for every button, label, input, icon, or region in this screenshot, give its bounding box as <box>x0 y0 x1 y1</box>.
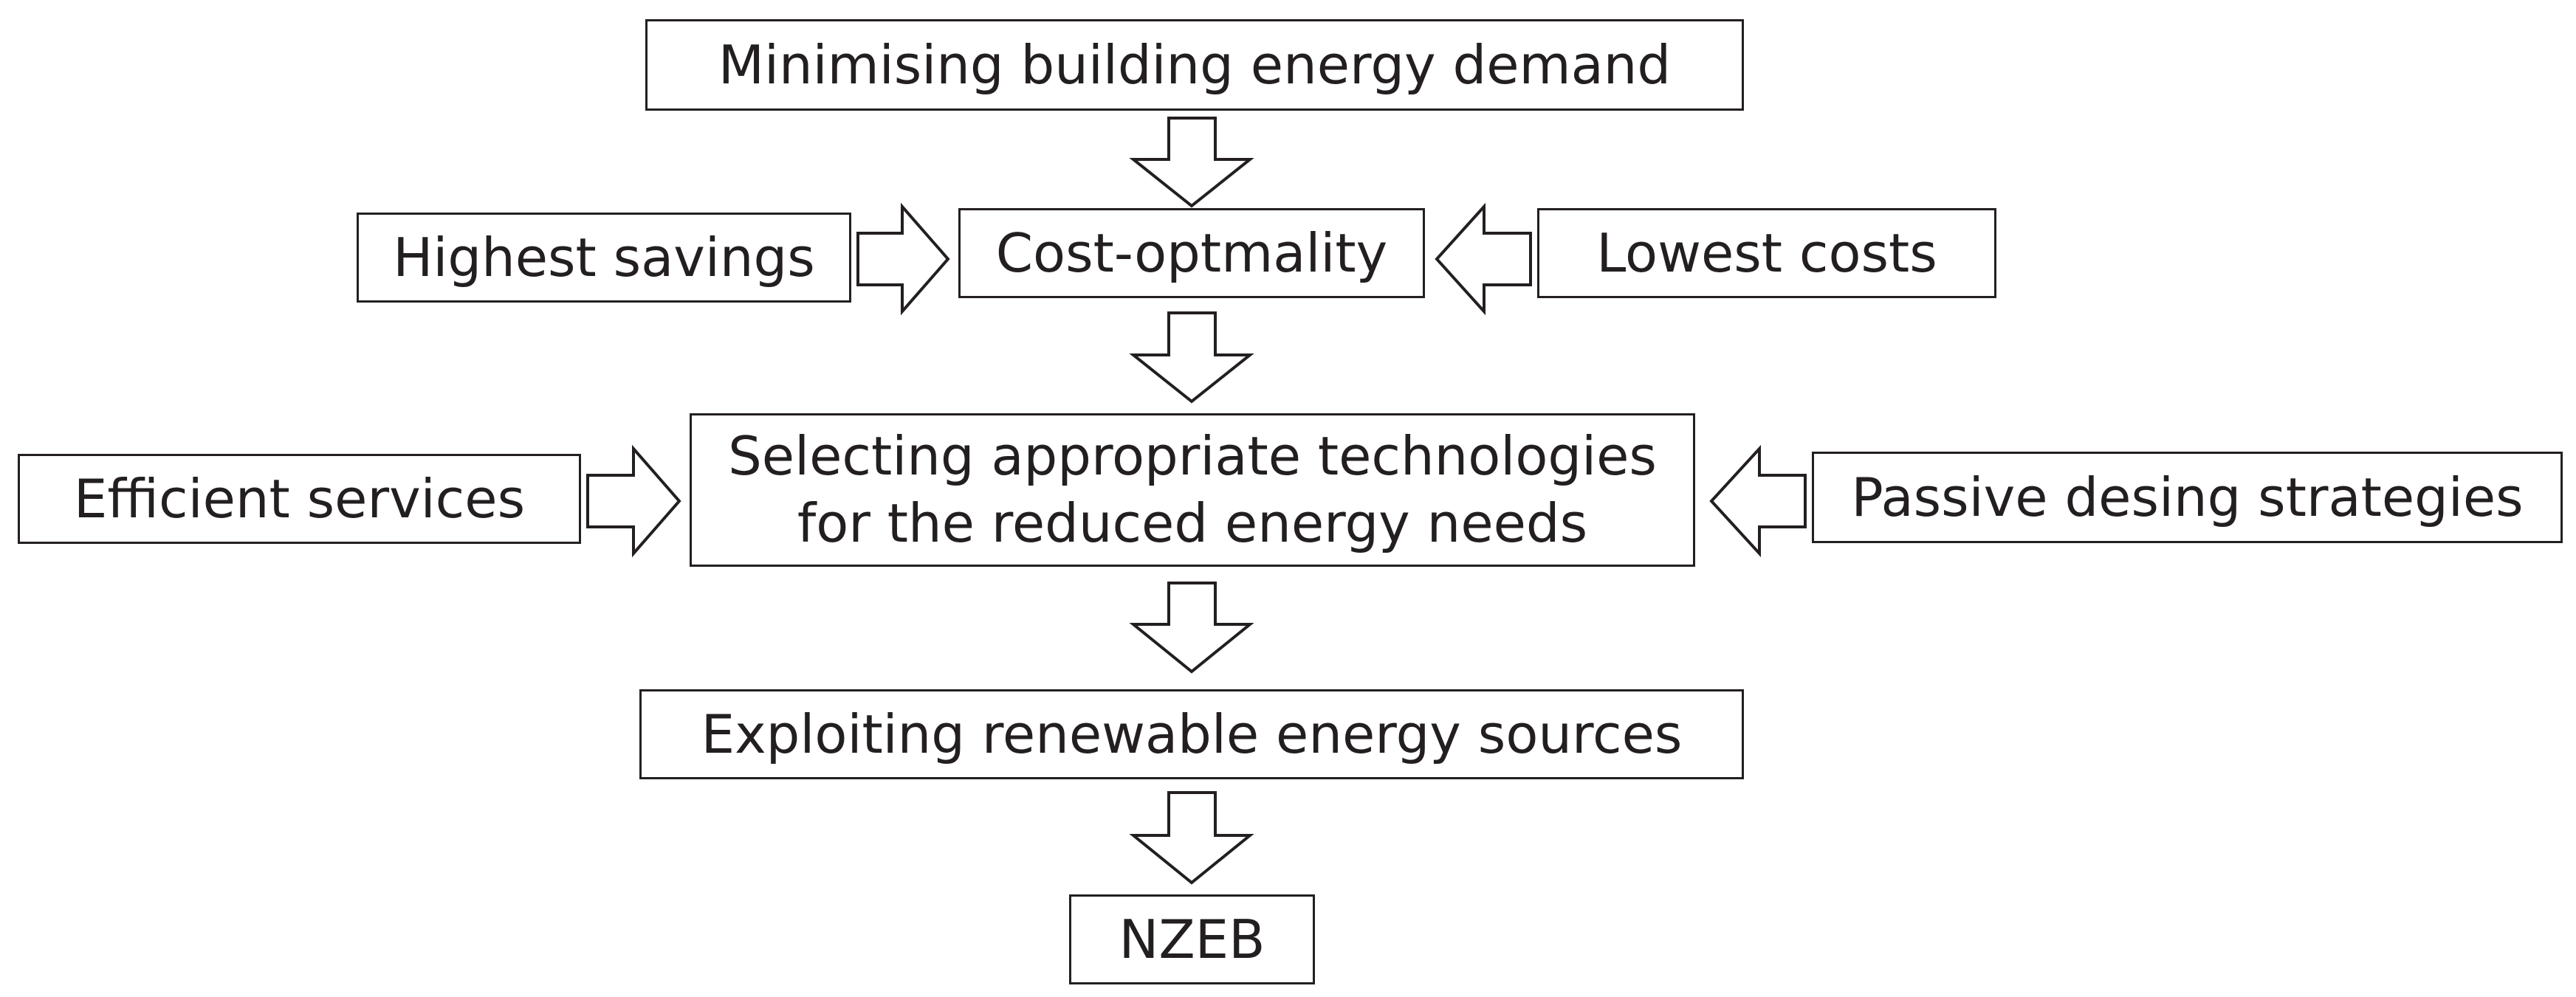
node-lowest-costs-label: Lowest costs <box>1596 221 1937 284</box>
node-passive-design: Passive desing strategies <box>1812 452 2563 543</box>
node-passive-design-label: Passive desing strategies <box>1851 466 2524 528</box>
node-nzeb-label: NZEB <box>1119 908 1265 970</box>
node-exploiting-renewables: Exploiting renewable energy sources <box>639 689 1744 779</box>
node-minimising-demand: Minimising building energy demand <box>645 19 1744 111</box>
node-exploiting-label: Exploiting renewable energy sources <box>701 703 1683 765</box>
node-lowest-costs: Lowest costs <box>1537 208 1996 298</box>
node-selecting-line-1: Selecting appropriate technologies <box>728 425 1657 488</box>
node-selecting-line-2: for the reduced energy needs <box>797 492 1588 554</box>
node-efficient-services: Efficient services <box>18 454 581 544</box>
node-selecting-text: Selecting appropriate technologies for t… <box>728 423 1657 556</box>
arrow-down-1 <box>1129 117 1254 208</box>
arrow-right-efficient <box>586 444 681 558</box>
arrow-right-savings <box>856 202 950 316</box>
arrow-down-3 <box>1129 582 1254 674</box>
node-efficient-services-label: Efficient services <box>73 467 526 530</box>
node-nzeb: NZEB <box>1069 894 1315 984</box>
node-cost-optimality-label: Cost-optmality <box>995 221 1388 284</box>
arrow-down-2 <box>1129 311 1254 404</box>
node-selecting-technologies: Selecting appropriate technologies for t… <box>690 413 1695 567</box>
node-highest-savings-label: Highest savings <box>393 226 815 289</box>
node-highest-savings: Highest savings <box>357 213 851 303</box>
arrow-left-passive <box>1709 444 1807 558</box>
arrow-left-costs <box>1435 202 1532 316</box>
arrow-down-4 <box>1129 791 1254 885</box>
node-minimising-label: Minimising building energy demand <box>718 33 1672 96</box>
node-cost-optimality: Cost-optmality <box>958 208 1425 298</box>
